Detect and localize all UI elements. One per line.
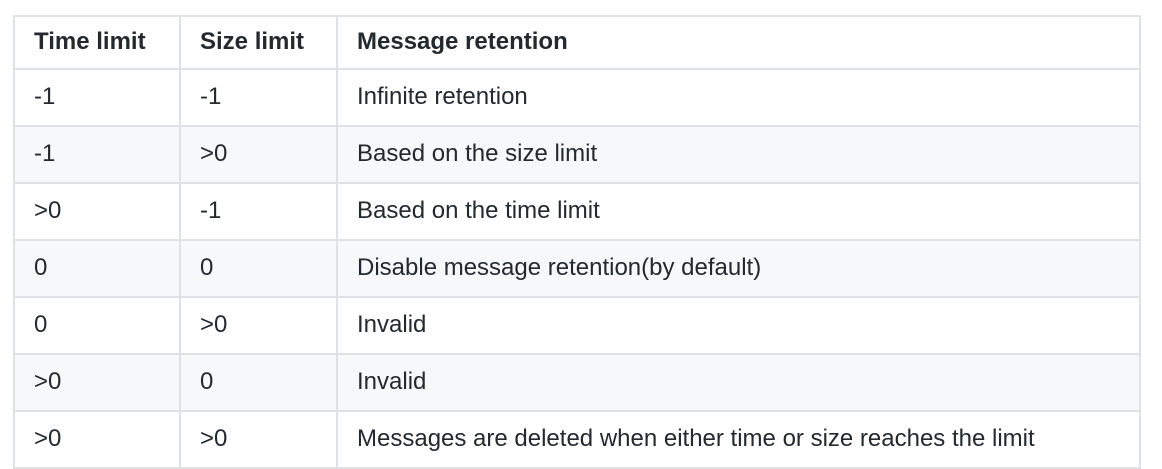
cell-time-limit: 0: [13, 239, 181, 298]
cell-time-limit: >0: [13, 410, 181, 469]
table-row: 0 0 Disable message retention(by default…: [13, 239, 1141, 298]
cell-message-retention: Invalid: [336, 296, 1141, 355]
cell-size-limit: 0: [179, 239, 338, 298]
table-row: >0 0 Invalid: [13, 353, 1141, 412]
cell-message-retention: Based on the size limit: [336, 125, 1141, 184]
column-header-size-limit: Size limit: [179, 15, 338, 70]
cell-time-limit: 0: [13, 296, 181, 355]
cell-size-limit: >0: [179, 296, 338, 355]
cell-message-retention: Infinite retention: [336, 68, 1141, 127]
cell-size-limit: >0: [179, 125, 338, 184]
cell-message-retention: Disable message retention(by default): [336, 239, 1141, 298]
table-row: -1 >0 Based on the size limit: [13, 125, 1141, 184]
cell-time-limit: -1: [13, 125, 181, 184]
cell-size-limit: -1: [179, 182, 338, 241]
cell-message-retention: Based on the time limit: [336, 182, 1141, 241]
table-row: -1 -1 Infinite retention: [13, 68, 1141, 127]
table-row: >0 >0 Messages are deleted when either t…: [13, 410, 1141, 469]
cell-time-limit: >0: [13, 353, 181, 412]
message-retention-table: Time limit Size limit Message retention …: [13, 15, 1141, 469]
table-row: >0 -1 Based on the time limit: [13, 182, 1141, 241]
table-header-row: Time limit Size limit Message retention: [13, 15, 1141, 70]
cell-message-retention: Messages are deleted when either time or…: [336, 410, 1141, 469]
cell-size-limit: -1: [179, 68, 338, 127]
column-header-message-retention: Message retention: [336, 15, 1141, 70]
column-header-time-limit: Time limit: [13, 15, 181, 70]
cell-size-limit: >0: [179, 410, 338, 469]
cell-message-retention: Invalid: [336, 353, 1141, 412]
cell-time-limit: -1: [13, 68, 181, 127]
cell-time-limit: >0: [13, 182, 181, 241]
cell-size-limit: 0: [179, 353, 338, 412]
table-row: 0 >0 Invalid: [13, 296, 1141, 355]
